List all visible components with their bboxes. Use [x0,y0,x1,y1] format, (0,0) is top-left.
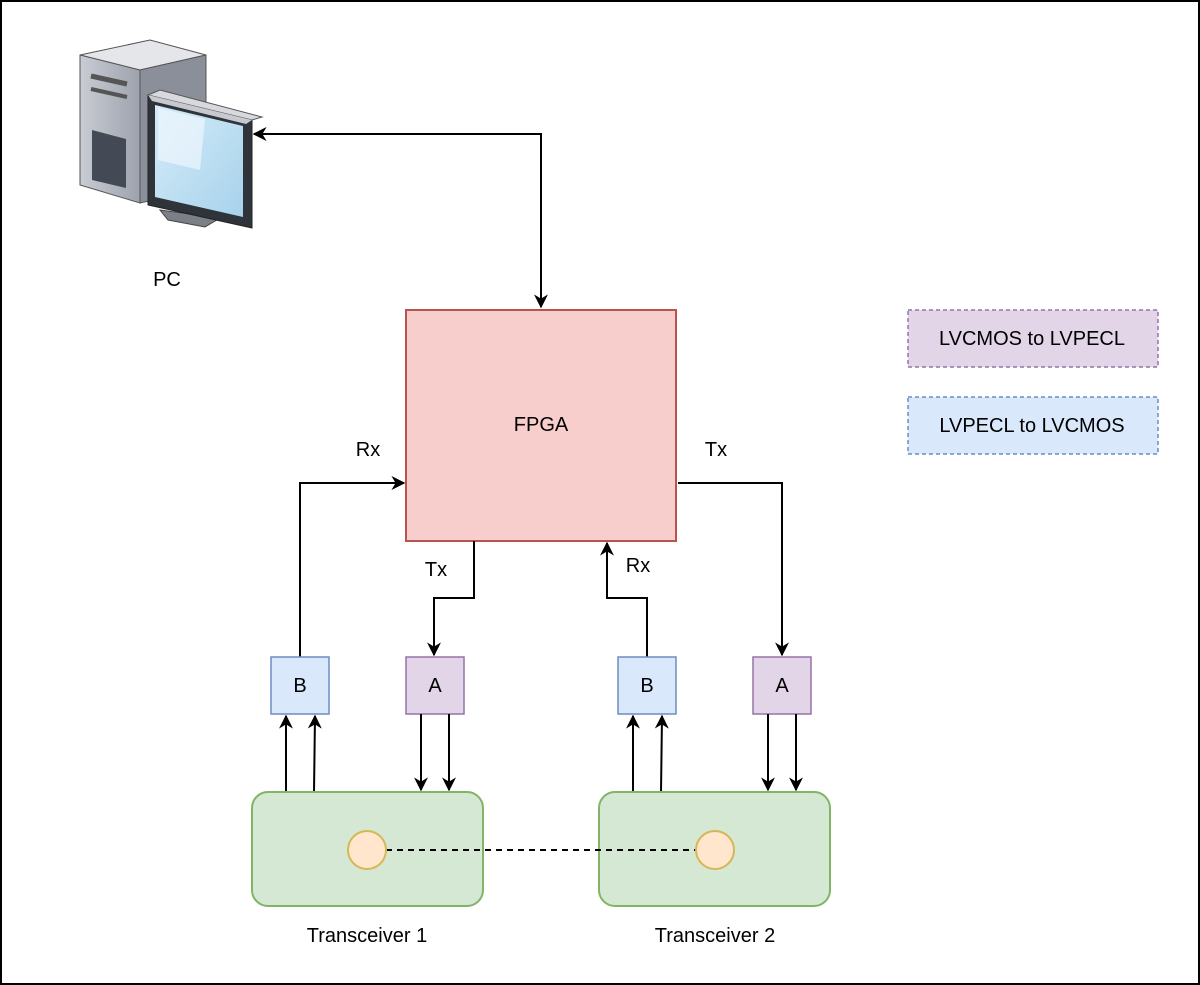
pc-label: PC [153,269,181,291]
left-rx-link [299,476,406,657]
transceiver-1-port [347,830,387,870]
center-tx-label: Tx [425,559,447,581]
right-tx-label: Tx [705,439,727,461]
trx2-to-b2-arrow-b [654,714,669,793]
legend-lvcmos-to-lvpecl-box [907,309,1159,368]
converter-a-2 [752,656,812,715]
pc-fpga-link [252,127,548,309]
converter-b-2-label: B [640,675,653,697]
left-rx-label: Rx [356,439,380,461]
fpga-block [405,309,677,542]
legend-lvpecl-to-lvcmos-label: LVPECL to LVCMOS [939,415,1124,437]
converter-a-1 [405,656,465,715]
center-rx-link [600,541,648,657]
legend-lvpecl-to-lvcmos-box [907,396,1159,455]
desktop-computer-icon [79,39,264,229]
converter-b-1 [270,656,330,715]
converter-a-1-label: A [428,675,442,697]
transceiver-2-label: Transceiver 2 [655,925,775,947]
center-rx-label: Rx [626,555,650,577]
converter-b-1-label: B [293,675,306,697]
right-tx-link [678,482,789,657]
center-tx-link [427,541,475,657]
transceiver-2-port [695,830,735,870]
legend-lvcmos-to-lvpecl-label: LVCMOS to LVPECL [939,328,1125,350]
converter-a-2-label: A [775,675,789,697]
converter-b-2 [617,656,677,715]
transceiver-1-label: Transceiver 1 [307,925,427,947]
trx1-to-b1-arrow-b [307,714,322,793]
fpga-label: FPGA [514,414,569,436]
